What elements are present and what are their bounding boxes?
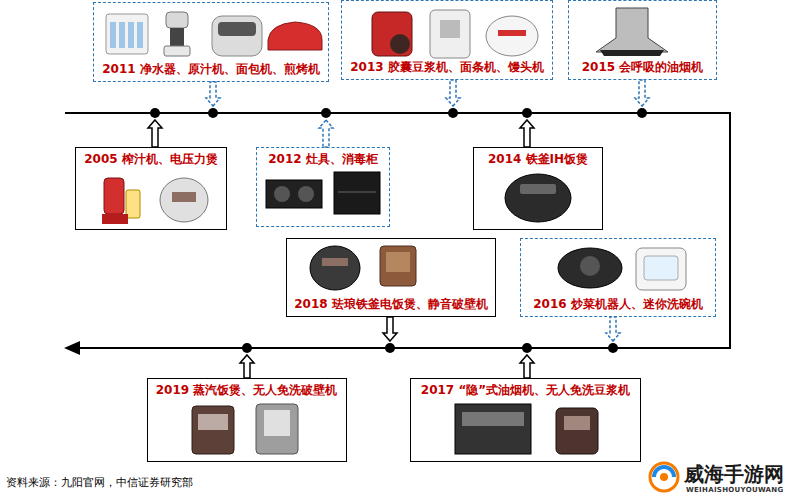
milestone-box-dashed: 2015 会呼吸的油烟机: [568, 0, 717, 80]
milestone-box: 2017 “隐”式油烟机、无人免洗豆浆机: [410, 378, 641, 462]
milestone-box: 2018 珐琅铁釜电饭煲、静音破壁机: [286, 238, 496, 317]
timeline-line: [65, 113, 730, 348]
watermark: 威海手游网: [684, 461, 784, 488]
milestone-box: 2005 榨汁机、电压力煲: [75, 147, 227, 230]
milestone-box-dashed: 2011 净水器、原汁机、面包机、煎烤机: [93, 2, 329, 82]
milestone-label: 2014 铁釜IH饭煲: [485, 152, 591, 167]
source-note: 资料来源：九阳官网，中信证券研究部: [6, 475, 193, 490]
milestone-label: 2013 胶囊豆浆机、面条机、馒头机: [347, 60, 547, 75]
milestone-label: 2015 会呼吸的油烟机: [579, 60, 707, 75]
milestone-label: 2019 蒸汽饭煲、无人免洗破壁机: [153, 383, 341, 398]
milestone-box: 2019 蒸汽饭煲、无人免洗破壁机: [147, 378, 347, 462]
watermark: WEIHAISHOUYOUWANG: [686, 486, 784, 494]
milestone-label: 2005 榨汁机、电压力煲: [81, 152, 221, 167]
product-pictures: [102, 8, 686, 491]
milestone-box: 2014 铁釜IH饭煲: [473, 147, 603, 230]
milestone-box-dashed: 2013 胶囊豆浆机、面条机、馒头机: [341, 0, 553, 80]
milestone-box-dashed: 2012 灶具、消毒柜: [256, 147, 390, 227]
milestone-label: 2012 灶具、消毒柜: [265, 152, 381, 167]
timeline-arrowhead: [64, 341, 80, 355]
milestone-label: 2016 炒菜机器人、迷你洗碗机: [530, 297, 706, 312]
milestone-label: 2017 “隐”式油烟机、无人免洗豆浆机: [418, 383, 633, 398]
milestone-label: 2018 珐琅铁釜电饭煲、静音破壁机: [291, 297, 491, 312]
milestone-box-dashed: 2016 炒菜机器人、迷你洗碗机: [520, 238, 716, 317]
milestone-label: 2011 净水器、原汁机、面包机、煎烤机: [99, 62, 323, 77]
